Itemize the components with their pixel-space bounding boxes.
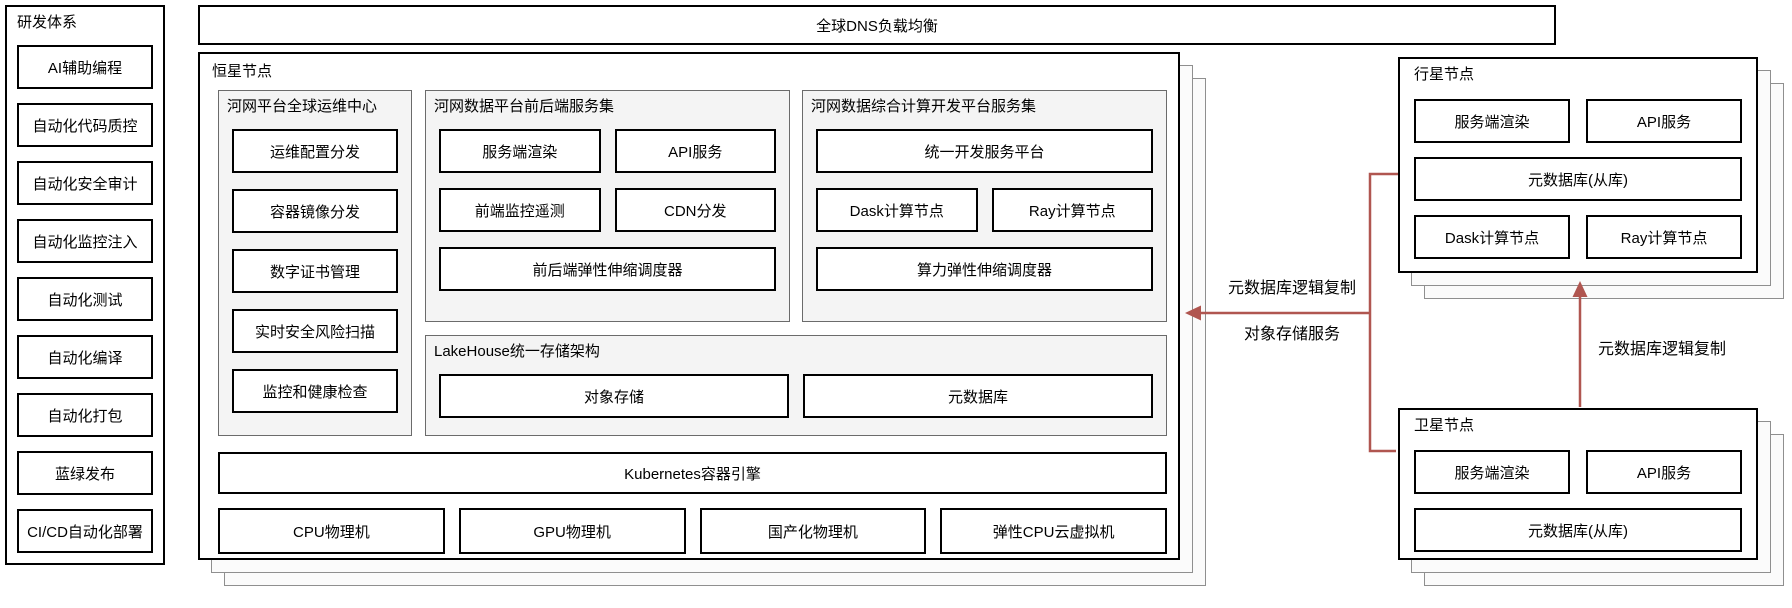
dev-system-panel: 研发体系 AI辅助编程 自动化代码质控 自动化安全审计 自动化监控注入 自动化测… [5, 5, 165, 565]
planet-node-title: 行星节点 [1414, 66, 1475, 83]
node-box-planet-ray: Ray计算节点 [1586, 215, 1742, 259]
planet-node-panel: 行星节点 服务端渲染 API服务 元数据库(从库) Dask计算节点 Ray计算… [1398, 57, 1758, 273]
node-box-metadata-db: 元数据库 [803, 374, 1153, 418]
node-box-satellite-replica-db: 元数据库(从库) [1414, 508, 1742, 552]
web-services-group: 河网数据平台前后端服务集 服务端渲染 API服务 前端监控遥测 CDN分发 前后… [425, 90, 790, 322]
node-box-planet-replica-db: 元数据库(从库) [1414, 157, 1742, 201]
node-box-planet-api: API服务 [1586, 99, 1742, 143]
object-storage-service-label: 对象存储服务 [1243, 326, 1340, 343]
satellite-node-panel: 卫星节点 服务端渲染 API服务 元数据库(从库) [1398, 408, 1758, 560]
node-box-object-storage: 对象存储 [439, 374, 789, 418]
node-box-compute-autoscaler: 算力弹性伸缩调度器 [816, 247, 1153, 291]
satellite-node-title: 卫星节点 [1414, 417, 1475, 434]
node-box-gpu-machine: GPU物理机 [458, 508, 686, 554]
node-box-ops-config: 运维配置分发 [232, 129, 398, 173]
node-box-ray: Ray计算节点 [991, 188, 1153, 232]
node-box-dask: Dask计算节点 [816, 188, 978, 232]
ops-center-group: 河网平台全球运维中心 运维配置分发 容器镜像分发 数字证书管理 实时安全风险扫描… [218, 90, 412, 436]
lakehouse-title: LakeHouse统一存储架构 [434, 343, 600, 360]
web-services-title: 河网数据平台前后端服务集 [434, 98, 615, 115]
node-box-health-check: 监控和健康检查 [232, 369, 398, 413]
node-box-monitor-inject: 自动化监控注入 [17, 219, 153, 263]
node-box-planet-ssr: 服务端渲染 [1414, 99, 1570, 143]
dev-system-title: 研发体系 [17, 14, 78, 31]
node-box-ai-coding: AI辅助编程 [17, 45, 153, 89]
node-box-blue-green: 蓝绿发布 [17, 451, 153, 495]
node-box-risk-scan: 实时安全风险扫描 [232, 309, 398, 353]
ops-center-title: 河网平台全球运维中心 [227, 98, 378, 115]
lakehouse-group: LakeHouse统一存储架构 对象存储 元数据库 [425, 335, 1167, 436]
star-node-panel: 恒星节点 河网平台全球运维中心 运维配置分发 容器镜像分发 数字证书管理 实时安… [198, 52, 1180, 560]
node-box-ssr: 服务端渲染 [439, 129, 601, 173]
node-box-image-distrib: 容器镜像分发 [232, 189, 398, 233]
node-box-cicd-deploy: CI/CD自动化部署 [17, 509, 153, 553]
planet-satellite-connector-line [1368, 172, 1398, 453]
node-box-satellite-api: API服务 [1586, 450, 1742, 494]
node-box-unified-dev-platform: 统一开发服务平台 [816, 129, 1153, 173]
replication-label-top: 元数据库逻辑复制 [1227, 280, 1356, 297]
compute-platform-group: 河网数据综合计算开发平台服务集 统一开发服务平台 Dask计算节点 Ray计算节… [802, 90, 1167, 322]
node-box-cdn: CDN分发 [614, 188, 776, 232]
star-node-title: 恒星节点 [212, 63, 273, 80]
global-dns-bar: 全球DNS负载均衡 [198, 5, 1556, 45]
machines-row: CPU物理机 GPU物理机 国产化物理机 弹性CPU云虚拟机 [218, 508, 1167, 554]
node-box-elastic-vm: 弹性CPU云虚拟机 [940, 508, 1167, 554]
node-box-cert-mgmt: 数字证书管理 [232, 249, 398, 293]
node-box-cpu-machine: CPU物理机 [218, 508, 445, 554]
node-box-satellite-ssr: 服务端渲染 [1414, 450, 1570, 494]
replication-label-right: 元数据库逻辑复制 [1597, 341, 1726, 358]
node-box-auto-compile: 自动化编译 [17, 335, 153, 379]
node-box-planet-dask: Dask计算节点 [1414, 215, 1570, 259]
node-box-auto-test: 自动化测试 [17, 277, 153, 321]
compute-platform-title: 河网数据综合计算开发平台服务集 [811, 98, 1037, 115]
node-box-domestic-machine: 国产化物理机 [699, 508, 927, 554]
node-box-auto-package: 自动化打包 [17, 393, 153, 437]
node-box-web-autoscaler: 前后端弹性伸缩调度器 [439, 247, 776, 291]
node-box-kubernetes: Kubernetes容器引擎 [218, 452, 1167, 494]
node-box-frontend-telemetry: 前端监控遥测 [439, 188, 601, 232]
node-box-code-quality: 自动化代码质控 [17, 103, 153, 147]
node-box-security-audit: 自动化安全审计 [17, 161, 153, 205]
node-box-api-service: API服务 [614, 129, 776, 173]
